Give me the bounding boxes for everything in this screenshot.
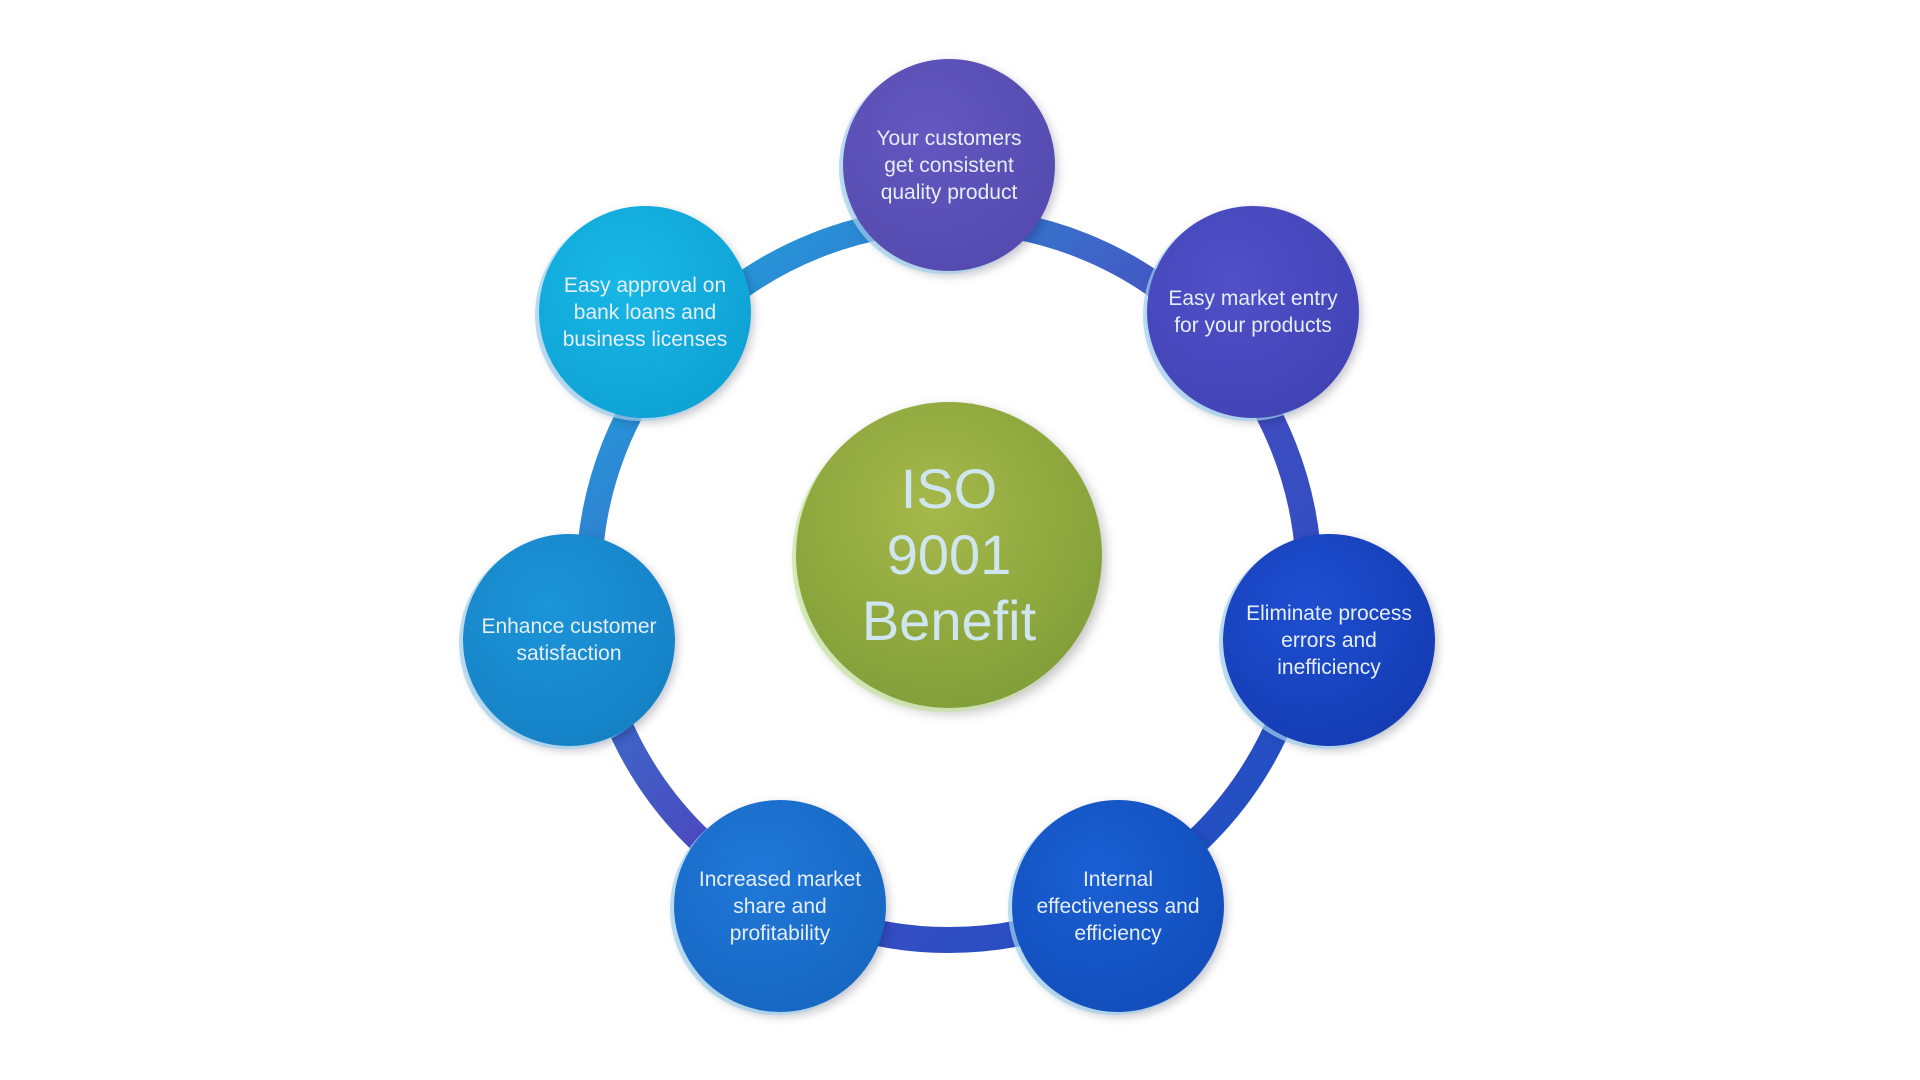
center-title: ISO 9001 Benefit	[844, 456, 1054, 654]
center-title-line: Benefit	[861, 589, 1037, 652]
benefit-label: Enhance customer satisfaction	[481, 615, 657, 665]
benefit-eliminate-errors: Eliminate process errors and inefficienc…	[1223, 534, 1435, 746]
benefit-internal-effectiveness: Internal effectiveness and efficiency	[1012, 800, 1224, 1012]
benefit-label: Your customers get consistent quality pr…	[876, 126, 1022, 204]
benefit-label: Easy approval on bank loans and business…	[562, 273, 728, 351]
benefit-bank-loans: Easy approval on bank loans and business…	[539, 206, 751, 418]
benefit-label: Eliminate process errors and inefficienc…	[1246, 601, 1412, 679]
center-title-line: 9001	[886, 523, 1012, 586]
benefit-consistent-quality: Your customers get consistent quality pr…	[843, 59, 1055, 271]
benefit-customer-satisfaction: Enhance customer satisfaction	[463, 534, 675, 746]
benefit-label: Internal effectiveness and efficiency	[1036, 867, 1200, 945]
center-iso-9001-benefit: ISO 9001 Benefit	[796, 402, 1102, 708]
benefit-label: Increased market share and profitability	[698, 867, 862, 945]
benefit-market-entry: Easy market entry for your products	[1147, 206, 1359, 418]
center-title-line: ISO	[900, 457, 998, 520]
benefit-label: Easy market entry for your products	[1168, 287, 1338, 337]
benefit-market-share: Increased market share and profitability	[674, 800, 886, 1012]
